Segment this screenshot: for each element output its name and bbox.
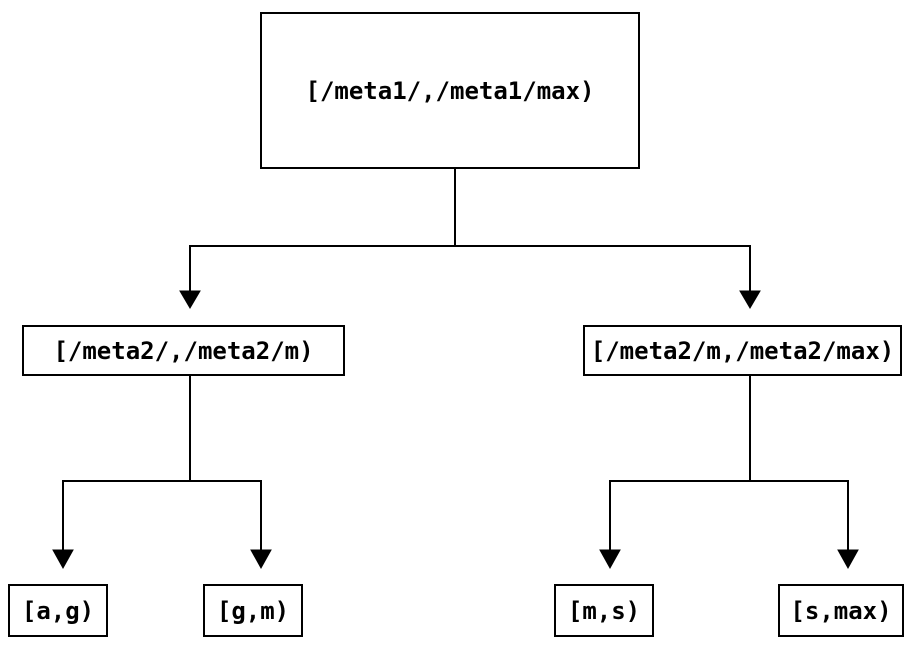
node-label: [m,s) xyxy=(567,596,641,625)
node-leaf-g-m: [g,m) xyxy=(203,584,303,637)
node-label: [a,g) xyxy=(21,596,95,625)
node-leaf-a-g: [a,g) xyxy=(8,584,108,637)
node-leaf-s-max: [s,max) xyxy=(778,584,904,637)
node-label: [/meta1/,/meta1/max) xyxy=(305,76,595,105)
node-meta2-left-range: [/meta2/,/meta2/m) xyxy=(22,325,345,376)
node-label: [g,m) xyxy=(216,596,290,625)
edge-right-node-to-leaves xyxy=(599,376,859,570)
arrowhead-down-icon xyxy=(179,290,201,309)
arrowhead-down-icon xyxy=(250,549,272,570)
node-meta2-right-range: [/meta2/m,/meta2/max) xyxy=(583,325,902,376)
arrowhead-down-icon xyxy=(52,549,74,570)
node-root-meta1-range: [/meta1/,/meta1/max) xyxy=(260,12,640,169)
edge-left-node-to-leaves xyxy=(52,376,272,570)
node-label: [/meta2/,/meta2/m) xyxy=(53,336,314,365)
arrowhead-down-icon xyxy=(599,549,621,570)
arrowhead-down-icon xyxy=(739,290,761,309)
edge-root-to-children xyxy=(179,169,761,309)
node-label: [s,max) xyxy=(790,596,892,625)
node-label: [/meta2/m,/meta2/max) xyxy=(590,336,895,365)
node-leaf-m-s: [m,s) xyxy=(554,584,654,637)
arrowhead-down-icon xyxy=(837,549,859,570)
